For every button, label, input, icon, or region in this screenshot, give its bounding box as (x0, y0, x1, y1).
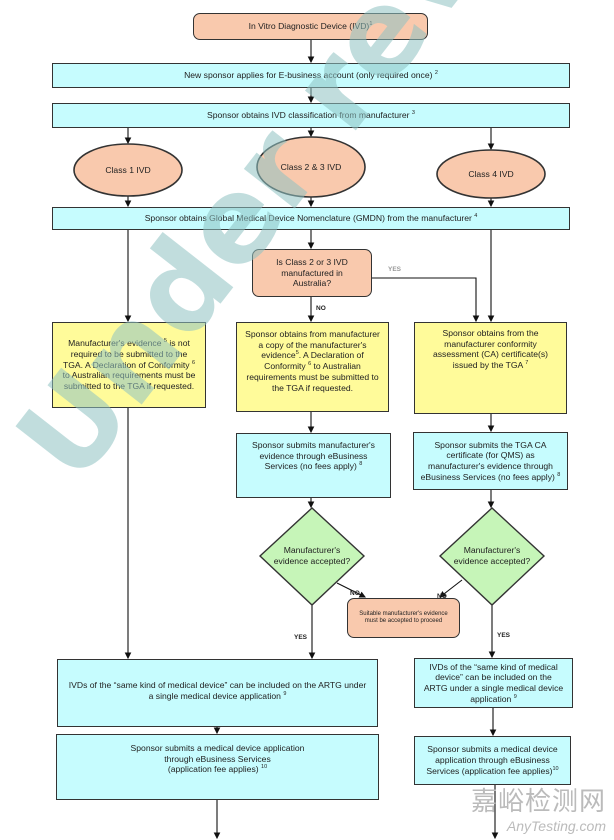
yes-label: YES (388, 266, 402, 273)
class23-evidence-node: Sponsor obtains from manufacturer a copy… (236, 322, 389, 412)
node-text: New sponsor applies for E-business accou… (184, 70, 433, 81)
gmdn-node: Sponsor obtains Global Medical Device No… (52, 207, 570, 230)
footnote: 8 (359, 461, 363, 468)
same-kind-right-node: IVDs of the “same kind of medical device… (414, 658, 573, 708)
node-text: IVDs of the “same kind of medical device… (423, 661, 564, 704)
submit-evidence-right-node: Sponsor submits the TGA CA certificate (… (413, 432, 568, 490)
footnote: 9 (513, 693, 517, 700)
node-text: Sponsor obtains Global Medical Device No… (144, 213, 472, 224)
footnote: 2 (434, 70, 438, 77)
must-accept-node: Suitable manufacturer's evidence must be… (347, 598, 460, 638)
footnote: 7 (525, 360, 529, 367)
start-node: In Vitro Diagnostic Device (IVD)1 (193, 13, 428, 40)
decision-diamond-mid (258, 507, 366, 606)
node-text: Sponsor submits a medical device applica… (426, 744, 558, 776)
class4-ellipse (436, 149, 546, 199)
footnote: 3 (411, 110, 415, 117)
same-kind-left-node: IVDs of the “same kind of medical device… (57, 659, 378, 727)
footnote: 1 (369, 21, 373, 28)
arrow (336, 582, 366, 598)
node-text: Sponsor submits a medical device applica… (130, 743, 305, 764)
arrow (372, 277, 480, 323)
class23-ellipse (256, 136, 366, 198)
node-text: is not required to be submitted to the T… (62, 338, 190, 370)
class4-label: Class 4 IVD (468, 168, 514, 179)
node-text: Sponsor obtains from the manufacturer co… (432, 328, 549, 371)
decision-diamond-right (438, 507, 546, 606)
submit-evidence-mid-node: Sponsor submits manufacturer's evidence … (236, 433, 391, 498)
yes-label: YES (294, 634, 308, 641)
class1-label: Class 1 IVD (105, 164, 151, 175)
ebusiness-node: New sponsor applies for E-business accou… (52, 63, 570, 88)
node-text: IVDs of the “same kind of medical device… (68, 680, 367, 701)
class1-evidence-node: Manufacturer's evidence 5 is not require… (52, 322, 206, 408)
footnote: 4 (474, 213, 478, 220)
no-label: NO (316, 305, 326, 312)
node-text: to Australian requirements must be submi… (62, 370, 196, 392)
footnote: 6 (191, 359, 196, 366)
node-text: Sponsor submits the TGA CA certificate (… (420, 439, 555, 482)
australia-question-node: Is Class 2 or 3 IVD manufactured in Aust… (252, 249, 372, 297)
node-text: . A Declaration of Conformity (264, 350, 364, 372)
accepted-mid-label: Manufacturer's evidence accepted? (273, 545, 351, 566)
node-text: Sponsor obtains IVD classification from … (207, 110, 410, 121)
class1-ellipse (73, 143, 183, 197)
class23-label: Class 2 & 3 IVD (280, 161, 342, 172)
no-label: NO (437, 593, 447, 600)
node-text: to Australian requirements must be submi… (246, 361, 379, 393)
footnote: 8 (557, 471, 561, 478)
footnote: 10 (552, 766, 559, 772)
footnote: 6 (308, 361, 312, 368)
node-text: Sponsor submits manufacturer's evidence … (252, 440, 375, 472)
application-left-node: Sponsor submits a medical device applica… (56, 734, 379, 800)
footnote: 5 (295, 350, 299, 357)
node-text: (application fee applies) (167, 764, 259, 775)
footnote: 9 (283, 690, 287, 697)
class4-ca-node: Sponsor obtains from the manufacturer co… (414, 322, 567, 414)
footnote: 5 (163, 338, 167, 345)
no-label: NO (350, 590, 360, 597)
application-right-node: Sponsor submits a medical device applica… (414, 736, 571, 785)
footnote: 10 (261, 764, 268, 771)
node-text: Sponsor obtains from manufacturer a copy… (245, 329, 380, 361)
classification-node: Sponsor obtains IVD classification from … (52, 103, 570, 128)
arrow (439, 579, 463, 598)
node-text: In Vitro Diagnostic Device (IVD) (248, 21, 370, 32)
node-text: Manufacturer's evidence (68, 338, 162, 349)
accepted-right-label: Manufacturer's evidence accepted? (453, 545, 531, 566)
yes-label: YES (497, 632, 511, 639)
